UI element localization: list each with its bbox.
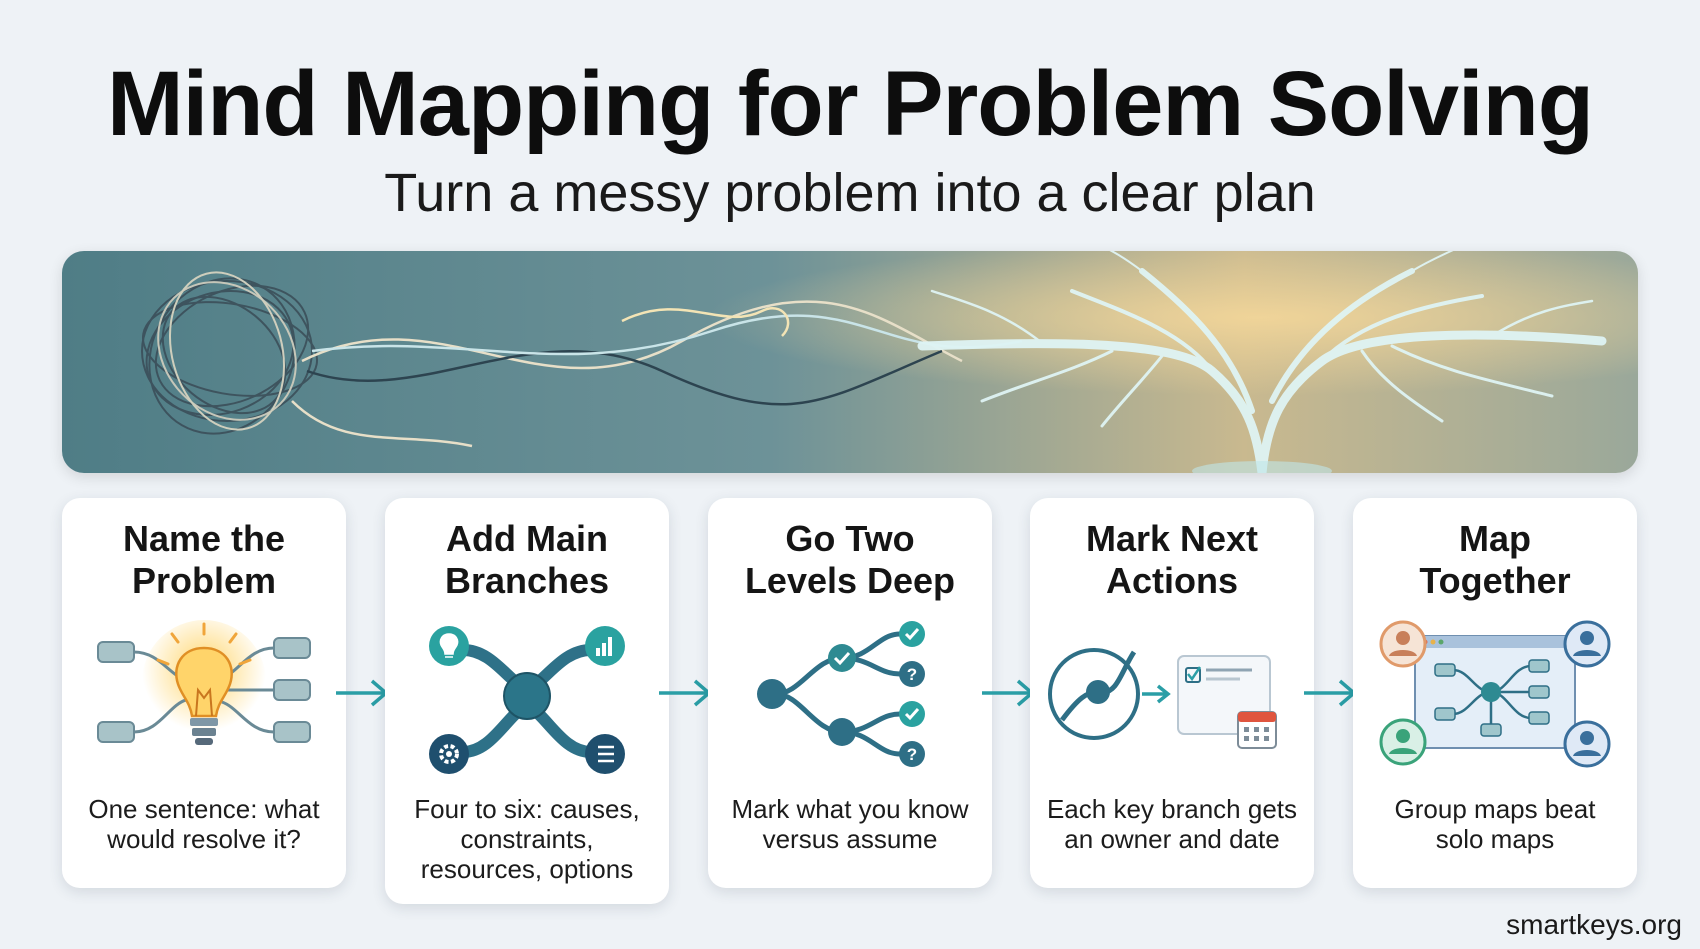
step-description: Four to six: causes, constraints, resour… <box>414 794 640 884</box>
page-title: Mind Mapping for Problem Solving <box>107 53 1594 155</box>
step-description: Group maps beat solo maps <box>1394 794 1596 854</box>
glowing-tree-icon <box>917 251 1607 473</box>
arrow-right-icon <box>982 679 1035 707</box>
step-description: Each key branch gets an owner and date <box>1046 794 1298 854</box>
footer-credit: smartkeys.org <box>1506 909 1682 940</box>
arrow-right-icon <box>336 679 389 707</box>
branches-icon <box>429 626 625 774</box>
hero-banner-illustration <box>62 251 1638 473</box>
arrow-right-icon <box>1304 679 1357 707</box>
lightbulb-mindmap-icon <box>97 620 311 745</box>
svg-text:?: ? <box>907 665 917 684</box>
step-card-two-levels: Go Two Levels Deep ? ? Mark what you kno… <box>708 498 992 888</box>
step-title: Go Two Levels Deep <box>744 518 956 601</box>
step-card-add-branches: Add Main Branches Four to six: causes, c… <box>385 498 669 904</box>
next-actions-icon <box>1048 648 1277 749</box>
svg-text:?: ? <box>907 745 917 764</box>
arrow-right-icon <box>659 679 712 707</box>
collaboration-icon <box>1379 620 1611 768</box>
tree-levels-icon: ? ? <box>757 621 925 767</box>
step-card-next-actions: Mark Next Actions Each key branch gets a… <box>1030 498 1314 888</box>
step-card-map-together: Map Together <box>1353 498 1637 888</box>
step-card-name-problem: Name the Problem <box>62 498 346 888</box>
page-subtitle: Turn a messy problem into a clear plan <box>384 163 1316 223</box>
step-description: One sentence: what would resolve it? <box>88 794 320 854</box>
step-title: Name the Problem <box>122 518 286 601</box>
tangled-yarn-icon <box>141 271 319 435</box>
step-description: Mark what you know versus assume <box>731 794 969 854</box>
step-title: Map Together <box>1419 518 1571 601</box>
step-title: Add Main Branches <box>444 518 610 601</box>
step-title: Mark Next Actions <box>1085 518 1259 601</box>
